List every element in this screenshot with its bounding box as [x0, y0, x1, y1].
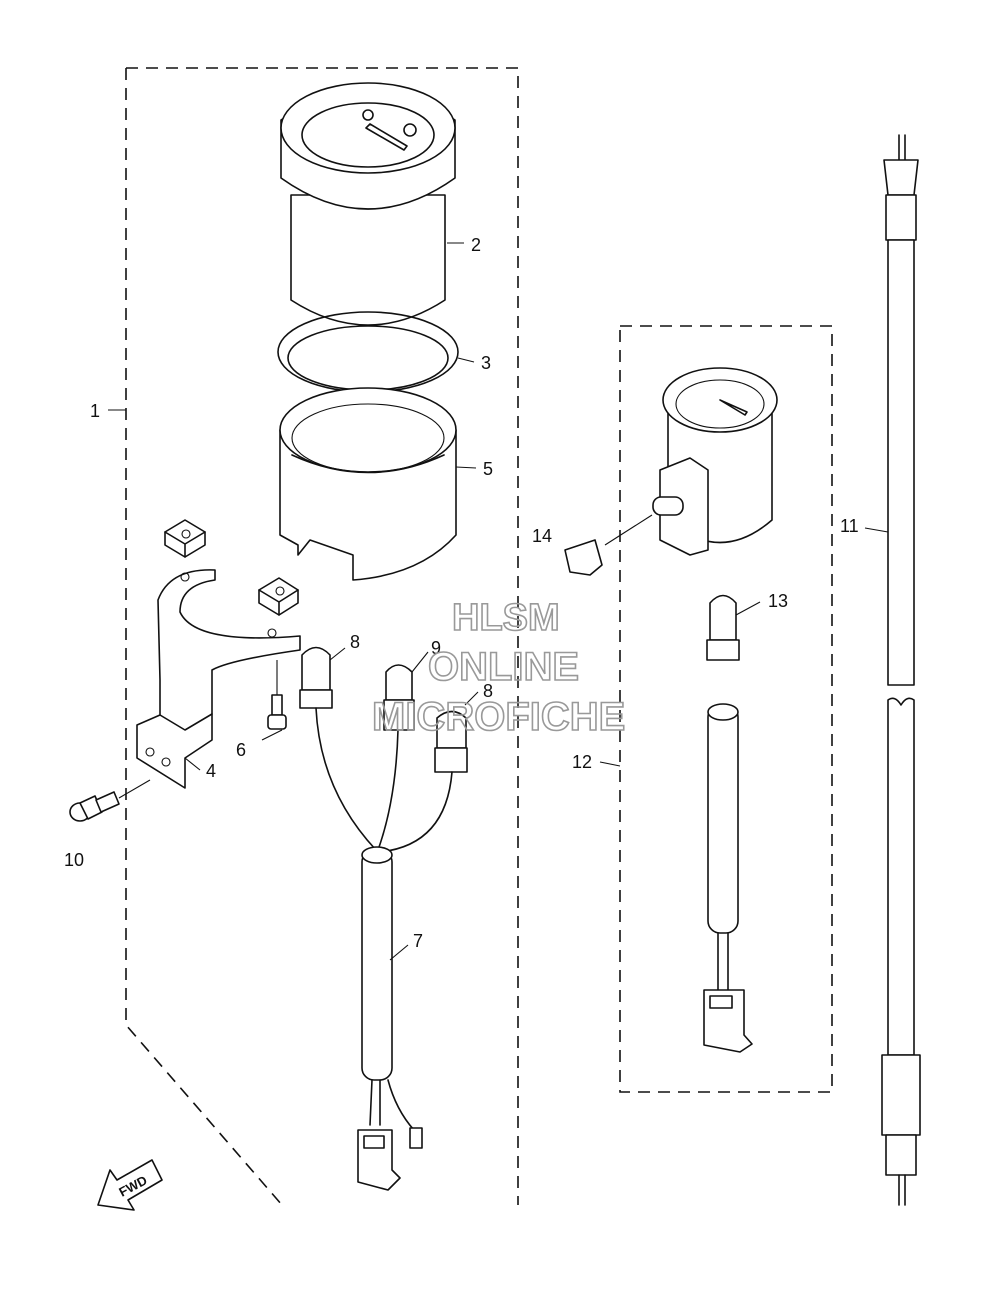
bolt-part — [69, 779, 151, 822]
bulb-socket-9 — [383, 664, 415, 731]
bulb-13-part — [706, 594, 740, 661]
meter-cable-part — [881, 134, 921, 1206]
watermark-line-2: ONLINE — [428, 645, 579, 689]
forward-arrow-icon: FWD — [97, 1159, 163, 1211]
callout-11: 11 — [840, 516, 859, 536]
leader-lines — [108, 242, 889, 961]
wire-harness-part — [315, 707, 453, 1191]
watermark-line-1: HLSM — [452, 597, 560, 639]
callout-6: 6 — [236, 740, 246, 760]
small-meter-part — [652, 367, 778, 556]
bulb-socket-8-left — [299, 646, 333, 709]
watermark-line-3: MICROFICHE — [372, 695, 625, 739]
callout-4: 4 — [206, 761, 216, 781]
bulb-socket-8-right — [434, 710, 468, 773]
callout-14: 14 — [532, 526, 552, 546]
meter-harness-12-part — [703, 703, 753, 1053]
callout-12: 12 — [572, 752, 592, 772]
callout-7: 7 — [413, 931, 423, 951]
callout-3: 3 — [481, 353, 491, 373]
callout-8-left: 8 — [350, 632, 360, 652]
clip-nut-left — [164, 519, 206, 558]
meter-case-part — [279, 387, 457, 581]
callout-13: 13 — [768, 591, 788, 611]
assembly-12-outline — [619, 325, 833, 1093]
callout-9: 9 — [431, 638, 441, 658]
callout-8-right: 8 — [483, 681, 493, 701]
callout-10: 10 — [64, 850, 84, 870]
callout-1: 1 — [90, 401, 100, 421]
callout-2: 2 — [471, 235, 481, 255]
bracket-part — [136, 569, 301, 789]
cap-part — [564, 514, 653, 576]
screw-part — [267, 660, 287, 730]
clip-nut-right — [258, 577, 299, 616]
meter-body-part — [280, 82, 456, 326]
callout-5: 5 — [483, 459, 493, 479]
assembly-1-outline — [125, 67, 519, 1206]
